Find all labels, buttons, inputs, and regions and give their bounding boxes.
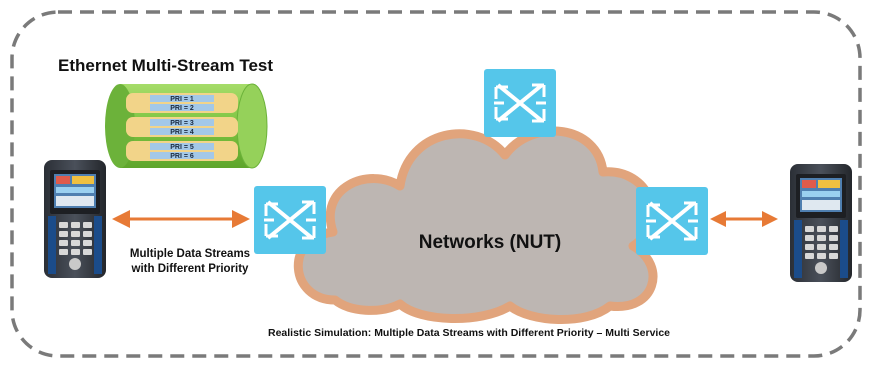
stream-cylinder-icon: PRI = 1 PRI = 2 PRI = 3 PRI = 4 PRI = 5 … (105, 83, 268, 169)
streams-label-line: with Different Priority (131, 263, 249, 275)
double-arrow (710, 211, 778, 227)
cloud-label: Networks (NUT) (418, 232, 562, 253)
footer-caption: Realistic Simulation: Multiple Data Stre… (268, 327, 671, 339)
priority-label: PRI = 2 (170, 105, 194, 112)
tester-device-icon (790, 164, 852, 282)
streams-label: Multiple Data Streams with Different Pri… (120, 247, 260, 277)
priority-label: PRI = 4 (170, 129, 194, 136)
priority-label: PRI = 1 (170, 96, 194, 103)
priority-label: PRI = 5 (170, 144, 194, 151)
switch-icon (252, 184, 328, 256)
tester-device-icon (44, 160, 106, 278)
switch-icon (634, 185, 710, 257)
double-arrow (112, 210, 250, 228)
streams-label-line: Multiple Data Streams (129, 248, 251, 260)
dashed-frame (10, 10, 862, 358)
diagram-title: Ethernet Multi-Stream Test (58, 56, 274, 75)
network-cloud-icon (293, 126, 658, 325)
switch-icon (482, 67, 558, 139)
priority-label: PRI = 3 (170, 120, 194, 127)
priority-label: PRI = 6 (170, 153, 194, 160)
